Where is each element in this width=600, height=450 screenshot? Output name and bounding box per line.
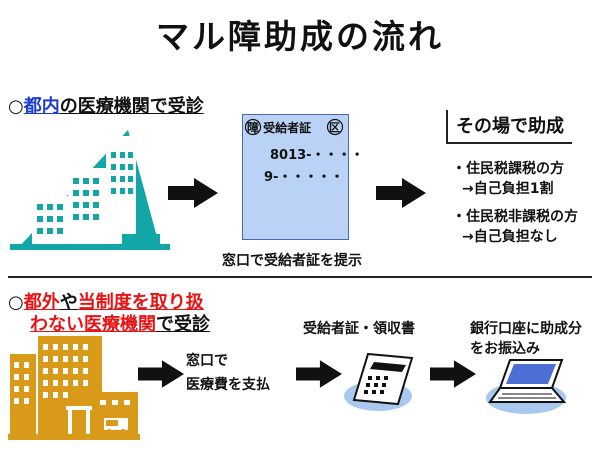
result-item-label: ・住民税課税の方: [452, 161, 564, 177]
result-item-detail: →自己負担なし: [462, 229, 558, 245]
step3-line2: をお振込み: [470, 341, 540, 357]
section-divider: [8, 276, 592, 278]
result-item-detail: →自己負担1割: [462, 181, 554, 197]
arrow-right-icon: [296, 360, 342, 388]
bullet: ○: [8, 96, 24, 117]
heading-connector: や: [59, 292, 78, 313]
recipient-card: [242, 114, 349, 240]
section2-heading-line2: わない医療機関で受診: [30, 310, 210, 336]
heading-rest: の医療機関で受診: [59, 96, 204, 117]
seal-circle-icon: [244, 118, 262, 136]
tonai-label: 都内: [23, 96, 60, 117]
card-number-line: 8013-・・・・: [270, 148, 364, 163]
arrow-right-icon: [376, 178, 426, 208]
heading-rest: で受診: [156, 314, 210, 335]
arrow-right-icon: [138, 360, 184, 388]
section2-heading-line1: ○都外や当制度を取り扱: [8, 288, 204, 314]
card-seal-text: 区: [329, 121, 340, 134]
step2-label: 受給者証・領収書: [303, 321, 415, 337]
card-caption: 窓口で受給者証を提示: [222, 253, 362, 269]
page-title: マル障助成の流れ: [156, 17, 444, 56]
not-handling-label: わない医療機関: [30, 314, 156, 335]
step1-line1: 窓口で: [186, 353, 228, 369]
section1-heading: ○都内の医療機関で受診: [8, 92, 204, 118]
hospital-illustration: [10, 130, 170, 250]
card-header: 障 受給者証: [247, 121, 312, 135]
step1-line2: 医療費を支払: [186, 377, 270, 393]
result-badge: その場で助成: [446, 110, 572, 144]
not-handling-label: 当制度を取り扱: [77, 292, 204, 313]
step3-line1: 銀行口座に助成分: [470, 321, 582, 337]
receipt-illustration: [344, 352, 414, 411]
stamp-circle-icon: [326, 118, 344, 136]
bullet: ○: [8, 292, 24, 313]
arrow-right-icon: [430, 360, 476, 388]
building-illustration: [8, 336, 140, 440]
togai-label: 都外: [23, 292, 60, 313]
laptop-illustration: [486, 359, 567, 414]
arrow-right-icon: [168, 178, 218, 208]
card-number-line: 9-・・・・・: [264, 170, 344, 185]
result-item-label: ・住民税非課税の方: [452, 209, 578, 225]
